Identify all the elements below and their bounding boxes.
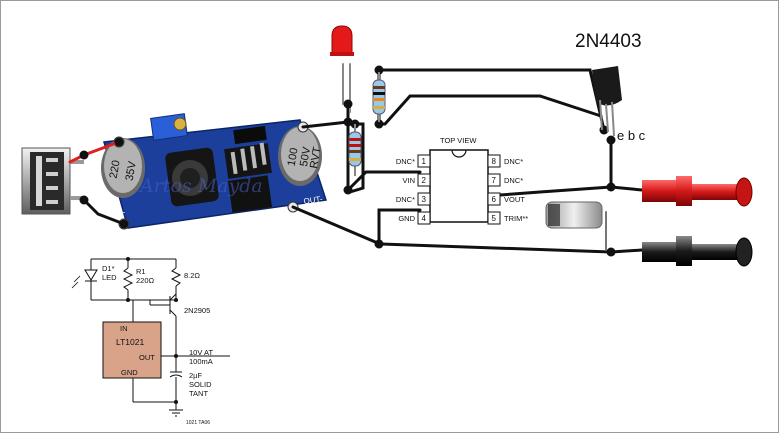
wire-black-post	[609, 248, 644, 254]
ic-pin-name: VIN	[402, 176, 415, 185]
r2-value: 8.2Ω	[184, 271, 200, 280]
cap1-voltage: 35V	[124, 160, 139, 182]
wire-red-post	[609, 185, 644, 192]
output-current: 100mA	[189, 357, 213, 366]
output-electrolytic-cap	[545, 201, 603, 229]
ic-pin-number: 3	[422, 195, 427, 204]
diode	[233, 125, 267, 145]
buck-converter-module: 220 35V 100 50V RVT IN- OUT-	[101, 113, 327, 230]
out-minus-label: OUT-	[303, 194, 324, 206]
schematic-junctions	[126, 257, 178, 404]
cap2-series: RVT	[308, 146, 324, 170]
ic-pin-box	[487, 154, 501, 168]
chip-out-pin: OUT	[139, 353, 155, 362]
output-capacitor: 100 50V RVT	[278, 126, 324, 186]
ic-pin-number: 5	[492, 214, 497, 223]
chip-name: LT1021	[116, 337, 144, 347]
resistor-r1	[372, 72, 386, 122]
cap1-value: 220	[108, 159, 123, 179]
wire-input-gnd	[82, 198, 126, 226]
inductor	[165, 147, 219, 207]
ic-pin-number: 7	[492, 176, 497, 185]
top-view-label: TOP VIEW	[440, 136, 477, 145]
output-voltage: 10V AT	[189, 348, 213, 357]
d1-type: LED	[102, 273, 117, 282]
ic-pin-box	[417, 154, 431, 168]
black-binding-post	[642, 236, 753, 267]
ic-pin-number: 8	[492, 157, 497, 166]
regulator-chip	[224, 142, 273, 213]
pin-labels-ebc: e b c	[617, 128, 646, 143]
d1-label: D1*	[102, 264, 115, 273]
ic-body	[429, 149, 489, 223]
wire-vout-pin6	[498, 185, 613, 197]
transistor-2n4403: 2N4403 e b c	[575, 31, 646, 143]
chip-in-pin: IN	[120, 324, 128, 333]
cap-kind: TANT	[189, 389, 208, 398]
wire-resistor-top	[377, 68, 606, 132]
ic-pin-name: TRIM**	[504, 214, 528, 223]
ic-pin-box	[487, 211, 501, 225]
ic-pin-number: 2	[422, 176, 427, 185]
ic-pin-box	[417, 211, 431, 225]
cap-value: 2µF	[189, 371, 202, 380]
cap2-value: 100	[286, 147, 301, 167]
chip-gnd-pin: GND	[121, 368, 138, 377]
ic-pin-number: 6	[492, 195, 497, 204]
ic-pin-name: DNC*	[504, 157, 523, 166]
wire-base	[377, 94, 603, 126]
transistor-title: 2N4403	[575, 31, 642, 52]
schematic-labels: D1* LED R1 220Ω 8.2Ω 2N2905 IN LT1021 OU…	[102, 264, 213, 426]
ic-pin-box	[487, 173, 501, 187]
schematic-code: 1021 TA06	[186, 420, 210, 426]
r1-value: 220Ω	[136, 276, 155, 285]
junctions	[79, 65, 616, 257]
ic-pin-name: DNC*	[396, 195, 415, 204]
lt1021-schematic	[71, 258, 230, 417]
ic-pin-box	[487, 192, 501, 206]
pot-screw-icon	[173, 117, 187, 131]
wire-vout	[301, 120, 350, 129]
ic-pin-box	[417, 173, 431, 187]
cap2-voltage: 50V	[298, 145, 313, 167]
wire-to-pin2	[346, 170, 422, 192]
ic-pin-number: 1	[422, 157, 427, 166]
resistor-r2	[348, 124, 362, 176]
watermark: Artos Mayda	[138, 175, 263, 197]
ic-pin-box	[417, 192, 431, 206]
red-led	[330, 25, 354, 56]
wire-pin4-gnd	[377, 208, 422, 246]
ic-pin-name: DNC*	[396, 157, 415, 166]
red-binding-post	[642, 176, 753, 207]
usb-port	[21, 147, 84, 215]
in-minus-label: IN-	[114, 208, 126, 218]
ic-pin-name: VOUT	[504, 195, 525, 204]
ic-pin-name: DNC*	[504, 176, 523, 185]
r1-label: R1	[136, 267, 146, 276]
ic-pin-name: GND	[398, 214, 415, 223]
q1-label: 2N2905	[184, 306, 210, 315]
cap-type: SOLID	[189, 380, 212, 389]
ic-pin-number: 4	[422, 214, 427, 223]
input-capacitor: 220 35V	[101, 138, 145, 198]
